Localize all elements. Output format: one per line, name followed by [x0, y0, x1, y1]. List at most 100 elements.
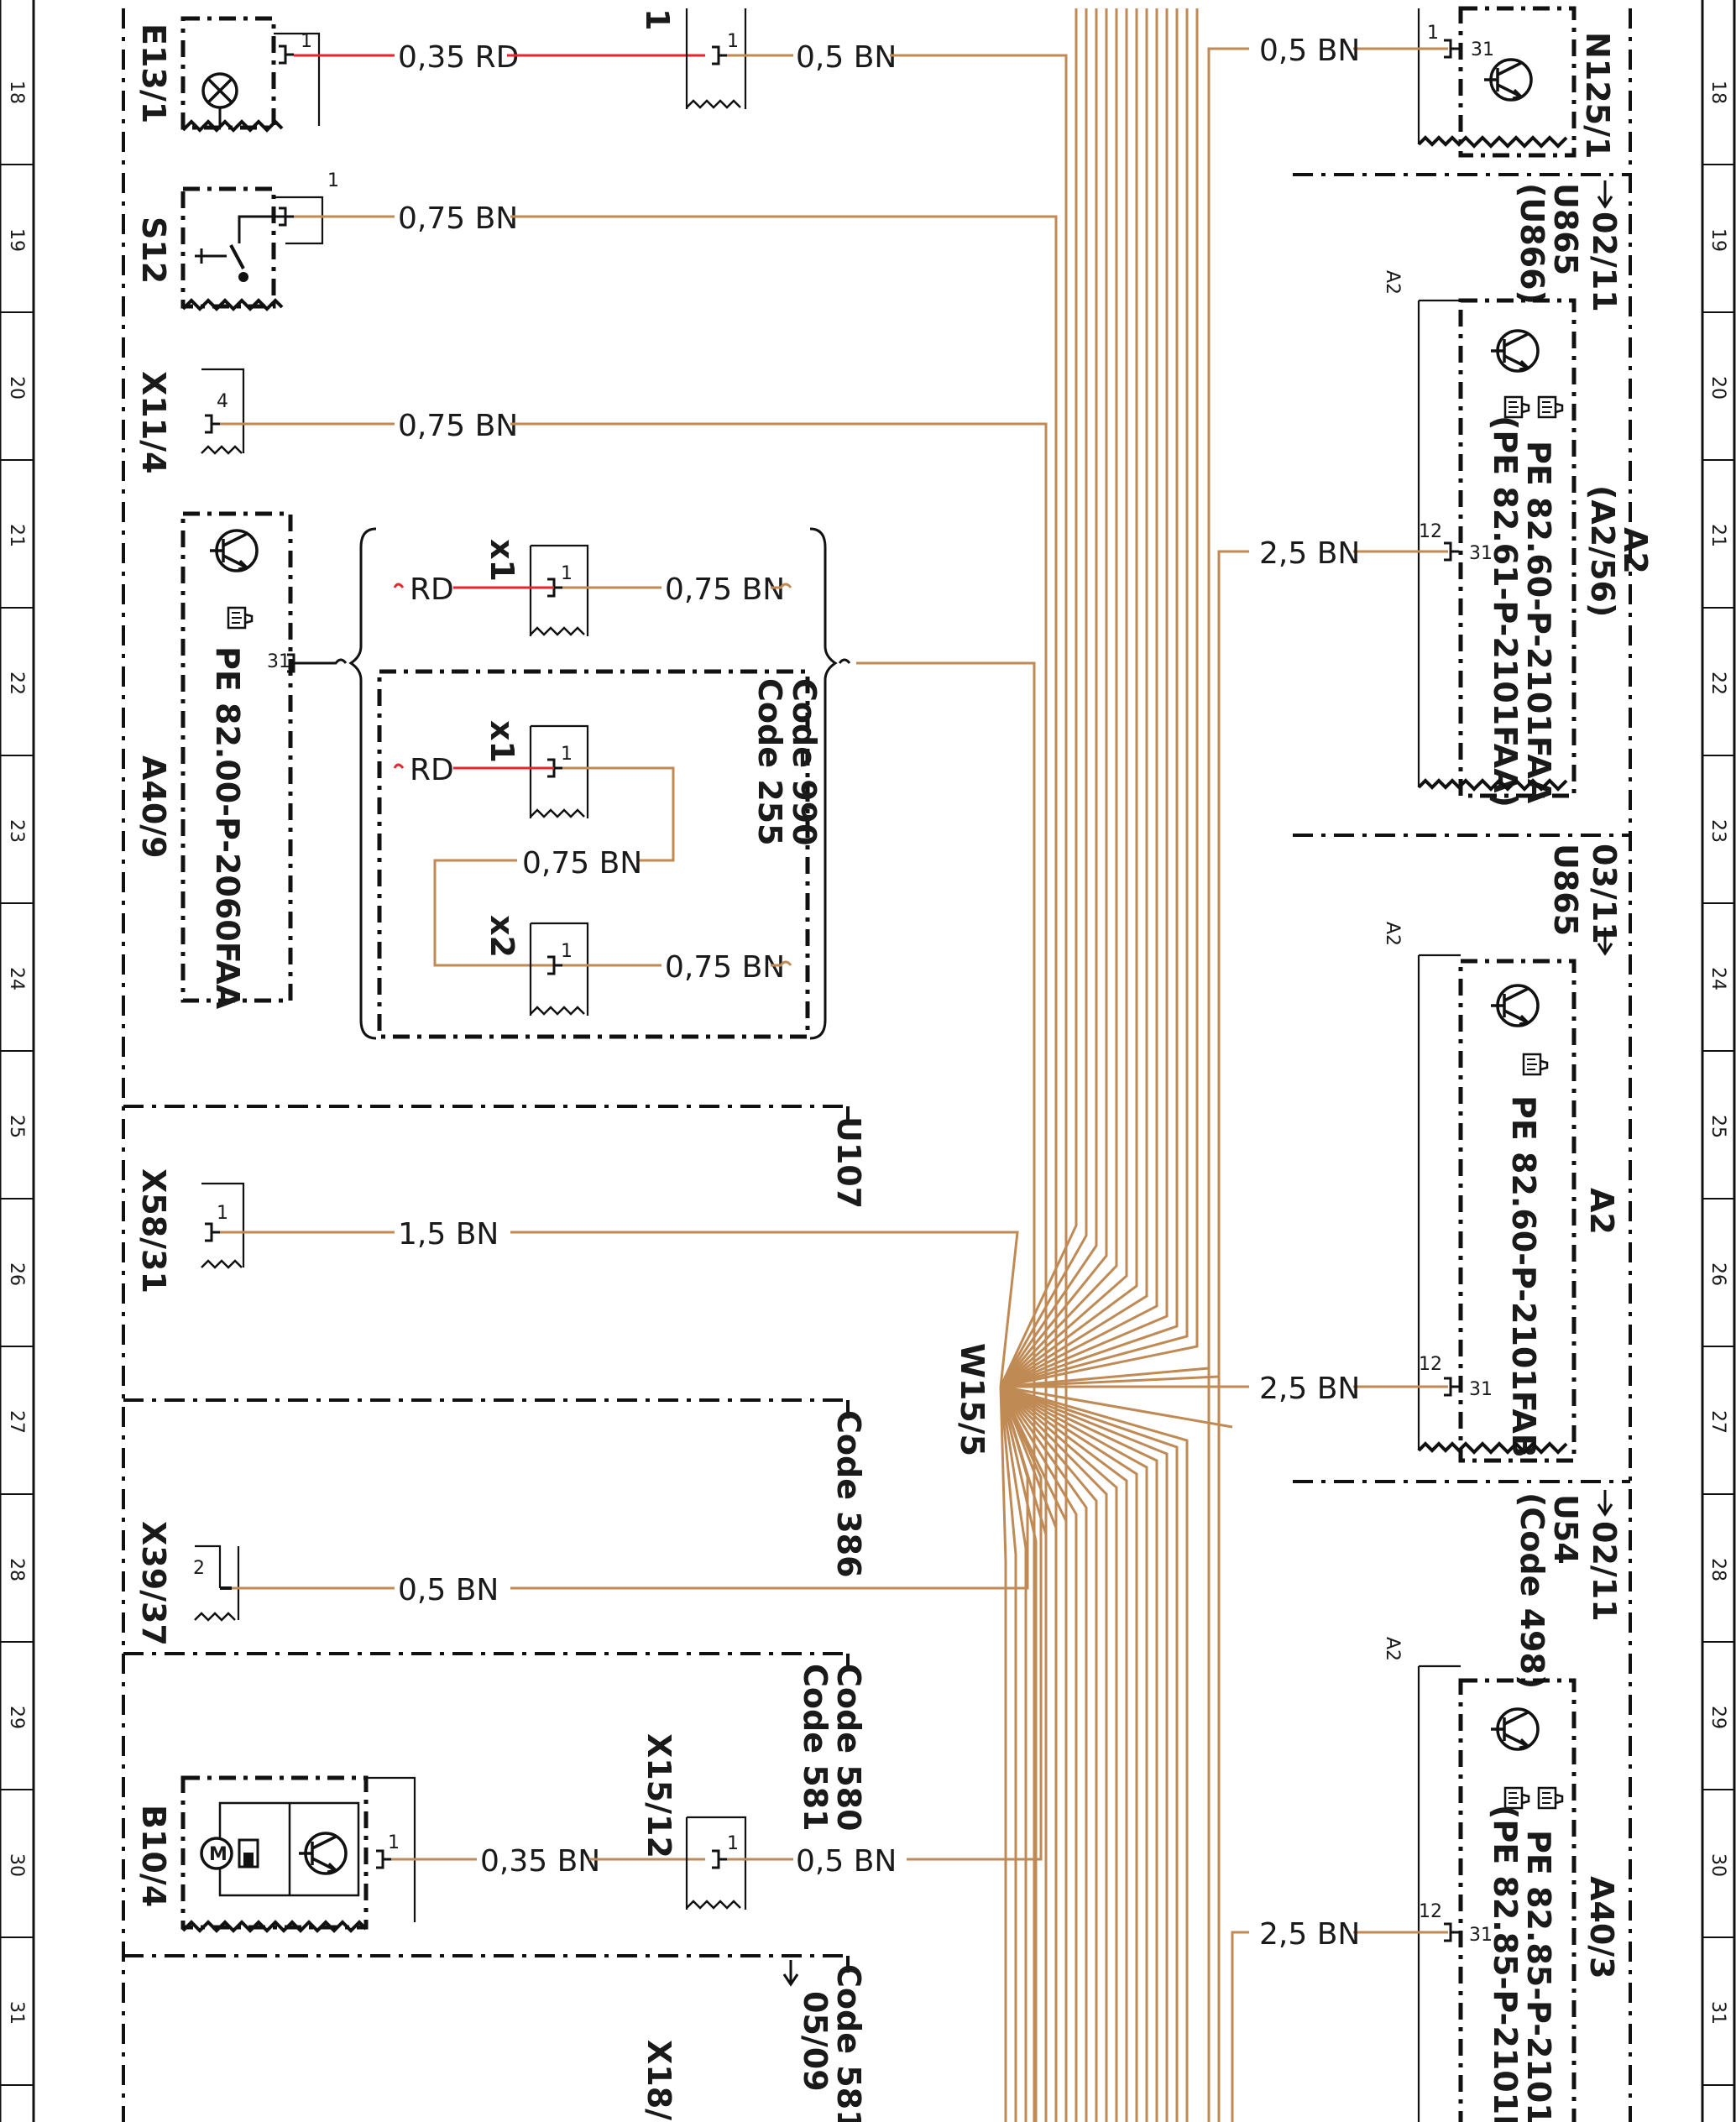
- connector-1: 1 1: [639, 8, 747, 109]
- grid-row-label: 28: [6, 1558, 27, 1581]
- pin-label: 31: [1471, 39, 1494, 60]
- motor-icon: M: [209, 1844, 227, 1865]
- harness-wire: [999, 1386, 1027, 2122]
- component-b10-4: M 1 B10/4: [135, 1775, 416, 1933]
- code-label: Code 386: [830, 1410, 867, 1578]
- component-s12: 1 S12: [135, 170, 339, 311]
- connector-x1-mid: 1 x1: [484, 720, 589, 818]
- wire-brown: [1217, 550, 1249, 2122]
- pin-label: 31: [267, 651, 290, 672]
- grid-row-label: 25: [6, 1115, 27, 1138]
- box-tag: A2: [1382, 922, 1403, 946]
- reference-text: (PE 82.85-P-2101F/: [1487, 1805, 1524, 2122]
- component-label: X15/12: [641, 1733, 677, 1858]
- arrow-down-icon: [1597, 1490, 1613, 1517]
- harness-wire: [510, 1231, 1019, 1388]
- component-label: E13/1: [135, 24, 172, 123]
- grid-row-label: 29: [6, 1706, 27, 1729]
- grid-row-label: 18: [6, 81, 27, 104]
- pin-label: 2: [193, 1558, 205, 1579]
- box-tag: A2: [1382, 1637, 1403, 1661]
- harness-wire: [510, 1386, 1029, 1590]
- wire-label: 1,5 BN: [398, 1217, 499, 1252]
- component-label: N125/1: [1579, 32, 1616, 159]
- wire-label: 0,75 BN: [665, 950, 785, 985]
- grid-row-label: 31: [6, 2001, 27, 2025]
- grid-row-label: 26: [6, 1262, 27, 1286]
- component-a2-56: PE 82.60-P-2101FAA (PE 82.61-P-2101FAA) …: [1417, 298, 1654, 808]
- grid-row-label: 27: [1707, 1410, 1728, 1434]
- wire-brown: [433, 859, 554, 967]
- component-label: X39/37: [135, 1521, 172, 1646]
- harness-wire: [999, 1386, 1078, 2122]
- connector-x15-12: 1 X15/12: [641, 1733, 747, 1910]
- grid-row-label: 30: [6, 1853, 27, 1877]
- grid-row-label: 31: [1707, 2001, 1728, 2025]
- reference-text: (PE 82.61-P-2101FAA): [1487, 416, 1524, 808]
- harness-wire: [907, 1386, 1043, 1861]
- option-group: Code 990 Code 255: [348, 527, 851, 1040]
- wire-label: 0,5 BN: [796, 40, 897, 75]
- grid-row-label: 21: [1707, 524, 1728, 547]
- grid-row-label: 25: [1707, 1115, 1728, 1138]
- harness-wire: [999, 1386, 1017, 2122]
- grid-row-label: 30: [1707, 1853, 1728, 1877]
- component-label: S12: [135, 217, 172, 284]
- grid-row-label: 26: [1707, 1262, 1728, 1286]
- harness-wire: [1000, 8, 1158, 1388]
- component-label: X11/4: [135, 371, 172, 474]
- wire-brown: [856, 661, 1036, 2122]
- grid-row-label: 18: [1707, 81, 1728, 104]
- connector-x2: 1 x2: [484, 915, 589, 1016]
- code-label: Code 255: [751, 678, 788, 846]
- wire-brown: [510, 422, 1048, 2122]
- wire-brown: [1231, 1931, 1249, 2122]
- reference-text: PE 82.00-P-2060FAA: [209, 646, 246, 1010]
- section-label: U865: [1547, 844, 1584, 936]
- grid-row-label: 22: [1707, 672, 1728, 695]
- connector-x1-top: 1 x1: [484, 539, 589, 636]
- component-n125-1: 1 31 N125/1: [1417, 6, 1616, 159]
- section-label: U54: [1547, 1494, 1584, 1565]
- component-label: A40/3: [1583, 1876, 1620, 1979]
- arrow-down-icon: [1597, 180, 1613, 209]
- harness-label: W15/5: [954, 1343, 991, 1456]
- pin-label: 1: [327, 170, 339, 191]
- section-label: U865: [1547, 183, 1584, 275]
- harness-wire: [1000, 1385, 1233, 1429]
- grid-row-label: 23: [6, 819, 27, 843]
- component-a40-3: PE 82.85-P-2101F/ (PE 82.85-P-2101F/ 12 …: [1417, 1665, 1620, 2122]
- component-a2: PE 82.60-P-2101FAB 12 31 A2: [1417, 954, 1620, 1463]
- wire-brown: [1207, 47, 1249, 2122]
- pin-label: 1: [217, 1203, 228, 1224]
- component-label: 1: [639, 8, 676, 30]
- grid-row-label: 22: [6, 672, 27, 695]
- wire-label: 0,75 BN: [398, 409, 518, 443]
- harness-wire: [1000, 8, 1169, 1388]
- pin-label: 31: [1469, 543, 1493, 564]
- harness-wire: [999, 8, 1098, 1388]
- component-label: x1: [484, 720, 520, 763]
- wire-harness: [510, 8, 1249, 2122]
- wire-label: 2,5 BN: [1259, 1917, 1360, 1952]
- harness-wire: [999, 1386, 1088, 2122]
- pin-label: 1: [561, 744, 573, 765]
- harness-wire: [1000, 1385, 1158, 2122]
- reference-text: PE 82.60-P-2101FAA: [1520, 441, 1557, 804]
- component-e13-1: 1 E13/1: [135, 16, 321, 133]
- section-label: U107: [830, 1116, 867, 1209]
- page-reference: 02/11: [1586, 1521, 1623, 1622]
- harness-wire: [999, 8, 1118, 1388]
- grid-row-label: 19: [1707, 228, 1728, 252]
- grid-row-label: 24: [1707, 967, 1728, 990]
- harness-wire: [1000, 8, 1148, 1388]
- page-reference: 03/11: [1586, 844, 1623, 944]
- reference-text: PE 82.85-P-2101F/: [1520, 1830, 1557, 2122]
- code-label: Code 581: [830, 1964, 867, 2122]
- wire-brown: [562, 766, 675, 862]
- pin-label: 31: [1469, 1379, 1493, 1400]
- grid-row-label: 27: [6, 1410, 27, 1434]
- harness-wire: [999, 1386, 1048, 2122]
- section-u865: 03/11 U865 A2: [1382, 844, 1623, 956]
